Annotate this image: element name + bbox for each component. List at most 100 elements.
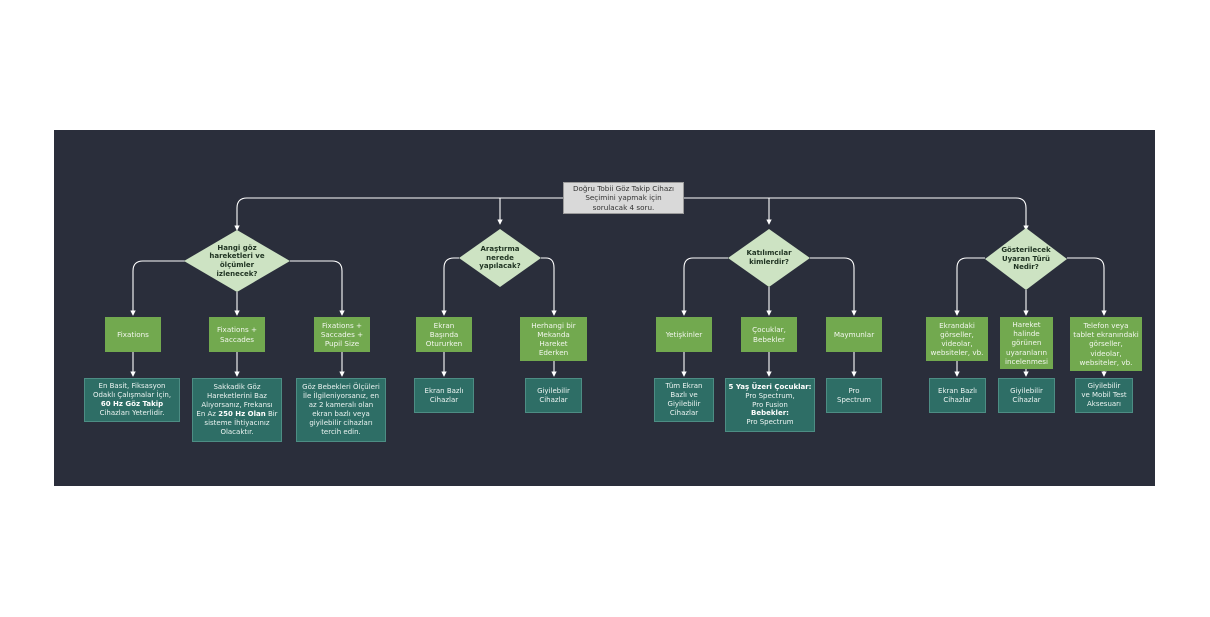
decision-line: yapılacak? <box>479 262 521 271</box>
connector <box>541 257 557 316</box>
option-line: videolar, <box>941 339 973 348</box>
recommendation-line: Sakkadik Göz <box>213 383 261 392</box>
recommendation-all-devices: Tüm Ekran Bazlı ve Giyilebilir Cihazlar <box>654 378 714 422</box>
recommendation-line: tercih edin. <box>321 427 361 436</box>
recommendation-pro-spectrum: Pro Spectrum <box>826 378 882 413</box>
option-line: Başında <box>429 329 459 339</box>
option-screen-seated: Ekran Başında Otururken <box>416 317 472 352</box>
option-adults: Yetişkinler <box>656 317 712 352</box>
decision-line: ölçümler <box>219 261 255 269</box>
option-line: Herhangi bir <box>531 320 576 330</box>
recommendation-line: Cihazlar <box>429 395 459 404</box>
option-line: Mekanda <box>537 329 570 339</box>
option-line: Ederken <box>538 348 569 358</box>
option-line: görseller, <box>940 329 974 339</box>
recommendation-250hz: Sakkadik Göz Hareketlerini Baz Alıyorsan… <box>192 378 282 442</box>
decision-line: Uyaran Türü <box>1001 254 1051 263</box>
decision-line: hareketleri ve <box>209 252 265 261</box>
decision-line: nerede <box>486 253 514 262</box>
recommendation-wearable: Giyilebilir Cihazlar <box>998 378 1055 413</box>
recommendation-line: Ekran Bazlı <box>938 386 977 395</box>
recommendation-line: Tüm Ekran <box>665 382 703 391</box>
connector <box>1067 257 1107 316</box>
recommendation-line: Pro Spectrum, <box>745 391 795 400</box>
decision-line: Nedir? <box>1013 263 1039 272</box>
recommendation-line: Cihazları Yeterlidir. <box>99 408 165 417</box>
option-line: Pupil Size <box>324 339 360 349</box>
recommendation-line: Cihazlar <box>1012 395 1041 404</box>
recommendation-children: 5 Yaş Üzeri Çocuklar: Pro Spectrum, Pro … <box>725 378 815 432</box>
recommendation-line: giyilebilir cihazları <box>309 418 373 427</box>
option-line: Fixations <box>117 329 149 339</box>
recommendation-line: Giyilebilir <box>537 386 570 395</box>
decision-eye-movements: Hangi göz hareketleri ve ölçümler izlene… <box>184 230 290 292</box>
recommendation-highlight: 250 Hz Olan <box>218 410 266 418</box>
root-line: sorulacak 4 soru. <box>592 202 655 212</box>
recommendation-highlight: 5 Yaş Üzeri Çocuklar: <box>728 382 812 391</box>
option-line: uyaranların <box>1005 347 1048 357</box>
recommendation-highlight: 60 Hz Göz Takip <box>100 400 164 408</box>
option-line: incelenmesi <box>1004 356 1049 366</box>
decision-research-location: Araştırma nerede yapılacak? <box>459 229 541 287</box>
recommendation-line: Hareketlerini Baz <box>207 392 267 401</box>
option-line: websiteler, vb. <box>1079 357 1133 367</box>
recommendation-line: Alıyorsanız, Frekansı <box>201 401 273 410</box>
option-moving-stimuli: Hareket halinde görünen uyaranların ince… <box>1000 317 1053 369</box>
option-line: Saccades + <box>320 329 364 339</box>
recommendation-line: İle İlgileniyorsanız, en <box>302 392 380 401</box>
option-line: Yetişkinler <box>665 329 703 339</box>
recommendation-line: En Basit, Fiksasyon <box>98 382 166 391</box>
option-line: websiteler, vb. <box>930 348 984 358</box>
decision-line: Gösterilecek <box>1001 245 1051 254</box>
option-fixations-saccades-pupil: Fixations + Saccades + Pupil Size <box>314 317 370 352</box>
recommendation-line: Ekran Bazlı <box>424 386 464 395</box>
recommendation-highlight: Bebekler: <box>751 409 789 418</box>
connector <box>130 260 185 316</box>
recommendation-line: Cihazlar <box>539 395 568 404</box>
recommendation-line: Bazlı ve <box>670 391 698 400</box>
decision-line: Hangi göz <box>217 243 257 252</box>
recommendation-line: Cihazlar <box>669 408 699 417</box>
option-line: Çocuklar, <box>752 325 786 335</box>
option-line: Ekran <box>433 320 455 330</box>
recommendation-line: sisteme İhtiyacınız <box>204 418 270 427</box>
root-question-box: Doğru Tobii Göz Takip Cihazı Seçimini ya… <box>563 182 684 214</box>
recommendation-line: Giyilebilir <box>1010 386 1043 395</box>
option-line: Ekrandaki <box>939 320 975 330</box>
recommendation-wearable: Giyilebilir Cihazlar <box>525 378 582 413</box>
decision-line: izlenecek? <box>216 269 258 278</box>
connector <box>441 257 459 316</box>
option-line: Hareket <box>1012 319 1041 329</box>
root-line: Seçimini yapmak için <box>585 193 662 203</box>
connector <box>681 257 728 316</box>
recommendation-60hz: En Basit, Fiksasyon Odaklı Çalışmalar İç… <box>84 378 180 422</box>
recommendation-line: ekran bazlı veya <box>312 410 370 418</box>
recommendation-mobile-accessory: Giyilebilir ve Mobil Test Aksesuarı <box>1075 378 1133 413</box>
recommendation-line: Göz Bebekleri Ölçüleri <box>302 383 380 392</box>
recommendation-line: az 2 kameralı olan <box>308 401 374 410</box>
option-line: tablet ekranındaki <box>1073 330 1139 340</box>
decision-line: kimlerdir? <box>749 258 789 266</box>
connector <box>954 257 985 316</box>
option-line: Bebekler <box>753 334 785 344</box>
option-children-infants: Çocuklar, Bebekler <box>741 317 797 352</box>
connector <box>810 257 857 316</box>
recommendation-line: Cihazlar <box>943 395 972 404</box>
recommendation-line: Pro Spectrum <box>746 418 794 427</box>
option-line: Telefon veya <box>1083 320 1129 330</box>
option-line: halinde <box>1013 329 1040 339</box>
recommendation-line: ve Mobil Test <box>1081 391 1127 400</box>
recommendation-screen-based: Ekran Bazlı Cihazlar <box>929 378 986 413</box>
option-line: videolar, <box>1090 348 1122 358</box>
option-line: Fixations + <box>321 320 363 330</box>
option-line: Otururken <box>425 339 463 349</box>
option-line: Maymunlar <box>833 329 875 339</box>
option-mobile-stimuli: Telefon veya tablet ekranındaki görselle… <box>1070 317 1142 371</box>
recommendation-pupil: Göz Bebekleri Ölçüleri İle İlgileniyorsa… <box>296 378 386 442</box>
recommendation-line: Olacaktır. <box>220 427 254 436</box>
decision-line: Araştırma <box>480 244 520 253</box>
recommendation-line: Spectrum <box>837 395 871 404</box>
option-line: Fixations + <box>216 325 258 335</box>
recommendation-line: Pro <box>848 386 860 395</box>
recommendation-line: Giyilebilir <box>1087 382 1121 391</box>
